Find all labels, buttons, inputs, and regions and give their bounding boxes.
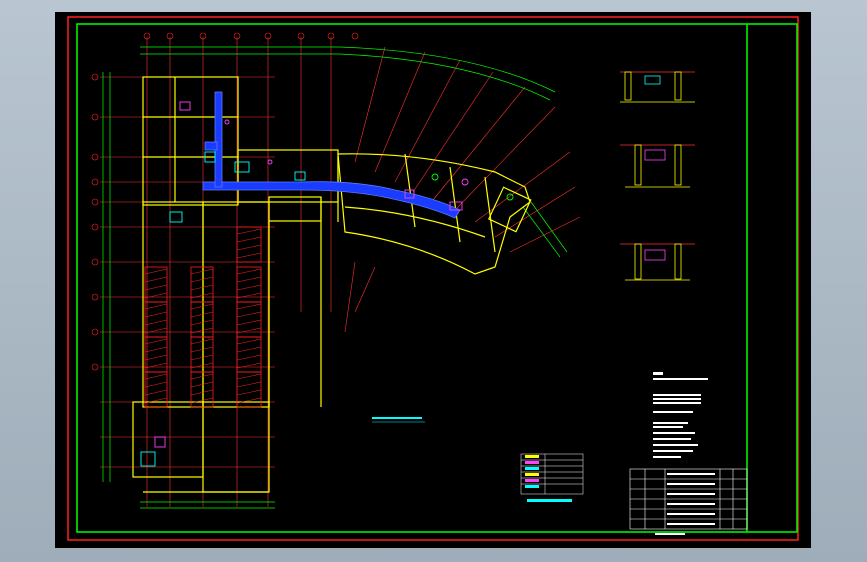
grid-bubble-col-5 (264, 32, 272, 40)
legend-table (520, 453, 584, 495)
equipment-symbols (140, 101, 514, 467)
grid-bubble-row-C (91, 153, 99, 161)
design-notes (653, 372, 708, 458)
hatched-rooms (144, 226, 262, 408)
title-block-text-bars (655, 473, 715, 535)
grid-bubble-row-H (91, 293, 99, 301)
grid-bubble-row-B (91, 113, 99, 121)
grid-bubble-col-7 (327, 32, 335, 40)
detail-section-2 (620, 144, 695, 188)
drawing-svg (67, 16, 799, 541)
grid-bubbles (91, 32, 359, 371)
walls-connector (237, 149, 339, 407)
drawing-sheet[interactable] (55, 12, 811, 548)
detail-section-3 (620, 243, 695, 281)
grid-bubble-col-4 (233, 32, 241, 40)
legend-symbols (525, 455, 539, 488)
grid-bubble-col-6 (297, 32, 305, 40)
grid-bubble-row-G (91, 258, 99, 266)
hatch-strokes (144, 228, 262, 404)
plan-caption-bar (372, 417, 422, 419)
grid-bubble-col-3 (199, 32, 207, 40)
grid-bubble-row-J (91, 328, 99, 336)
walls-curved-wing (337, 153, 532, 275)
grid-bubble-col-1 (143, 32, 151, 40)
grid-bubble-row-K (91, 363, 99, 371)
inner-frame (76, 23, 798, 533)
detail-section-1 (620, 71, 695, 103)
dimension-lines (102, 46, 568, 509)
walls-vertical-wing (132, 76, 270, 493)
grid-bubble-row-A (91, 73, 99, 81)
grid-bubble-col-2 (166, 32, 174, 40)
title-block (629, 468, 748, 530)
grid-bubble-row-F (91, 223, 99, 231)
grid-bubble-col-8 (351, 32, 359, 40)
grid-bubble-row-D (91, 178, 99, 186)
legend-caption-bar (527, 499, 572, 502)
outer-frame (67, 16, 799, 541)
grid-bubble-row-E (91, 198, 99, 206)
main-duct (202, 91, 461, 219)
